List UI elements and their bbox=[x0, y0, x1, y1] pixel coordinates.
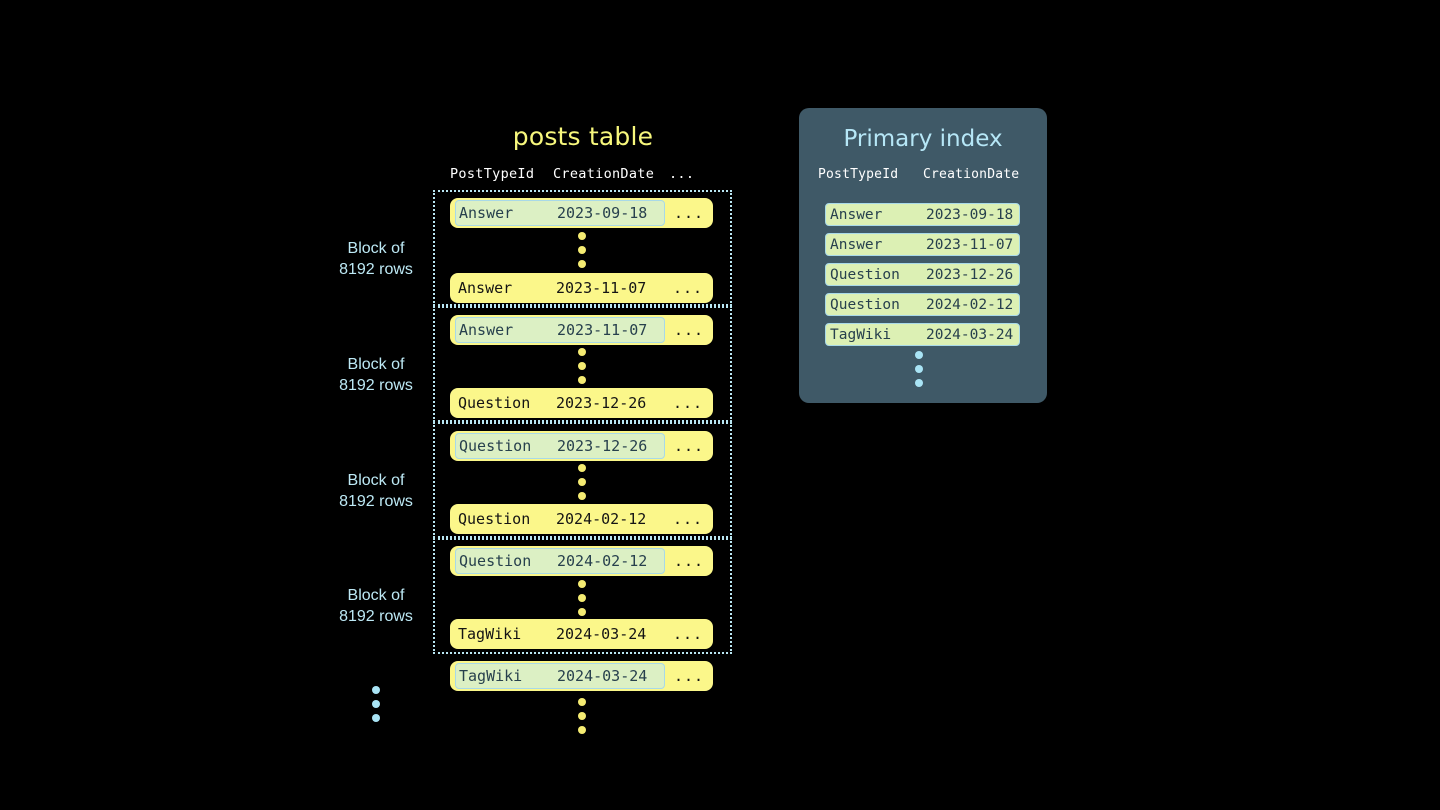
block-label-2-line2: 8192 rows bbox=[339, 377, 413, 394]
block-label-2: Block of 8192 rows bbox=[301, 354, 451, 396]
row-more-ellipsis: ... bbox=[673, 667, 705, 685]
block-frame-3 bbox=[433, 422, 732, 538]
index-tail-ellipsis-icon bbox=[914, 351, 923, 387]
block-label-4: Block of 8192 rows bbox=[301, 585, 451, 627]
column-header-creationdate: CreationDate bbox=[553, 166, 655, 182]
row-posttypeid: Answer bbox=[459, 321, 514, 339]
row-more-ellipsis: ... bbox=[673, 552, 705, 570]
column-header-more: ... bbox=[669, 166, 695, 182]
blocks-tail-ellipsis-icon bbox=[371, 686, 380, 722]
row-creationdate: 2023-11-07 bbox=[557, 321, 648, 339]
index-column-header-creationdate: CreationDate bbox=[923, 167, 1020, 182]
table-row[interactable]: Question 2023-12-26 ... bbox=[450, 388, 713, 418]
index-row[interactable]: Question 2023-12-26 bbox=[825, 263, 1020, 286]
block-label-3: Block of 8192 rows bbox=[301, 470, 451, 512]
block-label-1-line2: 8192 rows bbox=[339, 261, 413, 278]
row-more-ellipsis: ... bbox=[673, 204, 705, 222]
table-row[interactable]: Question 2024-02-12 ... bbox=[450, 504, 713, 534]
block-frame-2 bbox=[433, 306, 732, 422]
table-row[interactable]: Answer 2023-09-18 ... bbox=[450, 198, 713, 228]
index-row[interactable]: Answer 2023-11-07 bbox=[825, 233, 1020, 256]
block-label-4-line1: Block of bbox=[347, 587, 405, 604]
block-label-1: Block of 8192 rows bbox=[301, 238, 451, 280]
row-key-cell: Question 2024-02-12 bbox=[455, 506, 663, 532]
row-more-ellipsis: ... bbox=[672, 625, 704, 643]
row-creationdate: 2024-03-24 bbox=[556, 625, 647, 643]
block-label-3-line1: Block of bbox=[347, 472, 405, 489]
row-key-cell: Answer 2023-09-18 bbox=[455, 200, 665, 226]
index-row[interactable]: TagWiki 2024-03-24 bbox=[825, 323, 1020, 346]
rows-ellipsis-icon bbox=[577, 580, 586, 616]
index-row-posttypeid: Question bbox=[830, 296, 900, 313]
table-row[interactable]: Question 2024-02-12 ... bbox=[450, 546, 713, 576]
block-frame-4 bbox=[433, 538, 732, 654]
row-more-ellipsis: ... bbox=[672, 279, 704, 297]
row-more-ellipsis: ... bbox=[672, 394, 704, 412]
index-row-creationdate: 2023-11-07 bbox=[925, 236, 1014, 253]
row-more-ellipsis: ... bbox=[672, 510, 704, 528]
row-posttypeid: Answer bbox=[459, 204, 514, 222]
index-row-creationdate: 2024-02-12 bbox=[925, 296, 1014, 313]
block-label-1-line1: Block of bbox=[347, 240, 405, 257]
row-key-cell: Answer 2023-11-07 bbox=[455, 317, 665, 343]
index-row-posttypeid: Answer bbox=[830, 206, 883, 223]
column-header-posttypeid: PostTypeId bbox=[450, 166, 535, 182]
index-row[interactable]: Answer 2023-09-18 bbox=[825, 203, 1020, 226]
primary-index-column-headers: PostTypeId CreationDate bbox=[818, 167, 1023, 182]
row-creationdate: 2023-12-26 bbox=[557, 437, 648, 455]
table-row[interactable]: TagWiki 2024-03-24 ... bbox=[450, 619, 713, 649]
row-posttypeid: Question bbox=[459, 437, 532, 455]
table-row[interactable]: Answer 2023-11-07 ... bbox=[450, 273, 713, 303]
table-row[interactable]: Question 2023-12-26 ... bbox=[450, 431, 713, 461]
posts-table-title: posts table bbox=[512, 122, 654, 151]
index-row-creationdate: 2023-12-26 bbox=[925, 266, 1014, 283]
row-posttypeid: Question bbox=[458, 394, 531, 412]
row-posttypeid: Answer bbox=[458, 279, 513, 297]
row-posttypeid: TagWiki bbox=[459, 667, 523, 685]
rows-ellipsis-icon bbox=[577, 348, 586, 384]
block-frame-1 bbox=[433, 190, 732, 306]
row-key-cell: Answer 2023-11-07 bbox=[455, 275, 663, 301]
index-row-posttypeid: TagWiki bbox=[830, 326, 892, 343]
row-creationdate: 2024-02-12 bbox=[556, 510, 647, 528]
row-creationdate: 2024-02-12 bbox=[557, 552, 648, 570]
block-label-3-line2: 8192 rows bbox=[339, 493, 413, 510]
row-key-cell: Question 2023-12-26 bbox=[455, 433, 665, 459]
index-row-posttypeid: Question bbox=[830, 266, 900, 283]
index-row-creationdate: 2023-09-18 bbox=[925, 206, 1014, 223]
row-creationdate: 2023-12-26 bbox=[556, 394, 647, 412]
row-more-ellipsis: ... bbox=[673, 321, 705, 339]
table-row[interactable]: Answer 2023-11-07 ... bbox=[450, 315, 713, 345]
row-creationdate: 2024-03-24 bbox=[557, 667, 648, 685]
table-row[interactable]: TagWiki 2024-03-24 ... bbox=[450, 661, 713, 691]
row-posttypeid: Question bbox=[459, 552, 532, 570]
rows-ellipsis-icon bbox=[577, 464, 586, 500]
rows-ellipsis-icon bbox=[577, 232, 586, 268]
block-label-2-line1: Block of bbox=[347, 356, 405, 373]
row-more-ellipsis: ... bbox=[673, 437, 705, 455]
row-creationdate: 2023-11-07 bbox=[556, 279, 647, 297]
index-row[interactable]: Question 2024-02-12 bbox=[825, 293, 1020, 316]
primary-index-title: Primary index bbox=[843, 126, 1003, 152]
index-column-header-posttypeid: PostTypeId bbox=[818, 167, 899, 182]
block-label-4-line2: 8192 rows bbox=[339, 608, 413, 625]
index-row-creationdate: 2024-03-24 bbox=[925, 326, 1014, 343]
table-tail-ellipsis-icon bbox=[577, 698, 586, 734]
row-key-cell: Question 2023-12-26 bbox=[455, 390, 663, 416]
row-creationdate: 2023-09-18 bbox=[557, 204, 648, 222]
row-key-cell: TagWiki 2024-03-24 bbox=[455, 621, 663, 647]
row-key-cell: TagWiki 2024-03-24 bbox=[455, 663, 665, 689]
posts-table-column-headers: PostTypeId CreationDate ... bbox=[450, 166, 713, 182]
row-key-cell: Question 2024-02-12 bbox=[455, 548, 665, 574]
row-posttypeid: TagWiki bbox=[458, 625, 522, 643]
index-row-posttypeid: Answer bbox=[830, 236, 883, 253]
row-posttypeid: Question bbox=[458, 510, 531, 528]
